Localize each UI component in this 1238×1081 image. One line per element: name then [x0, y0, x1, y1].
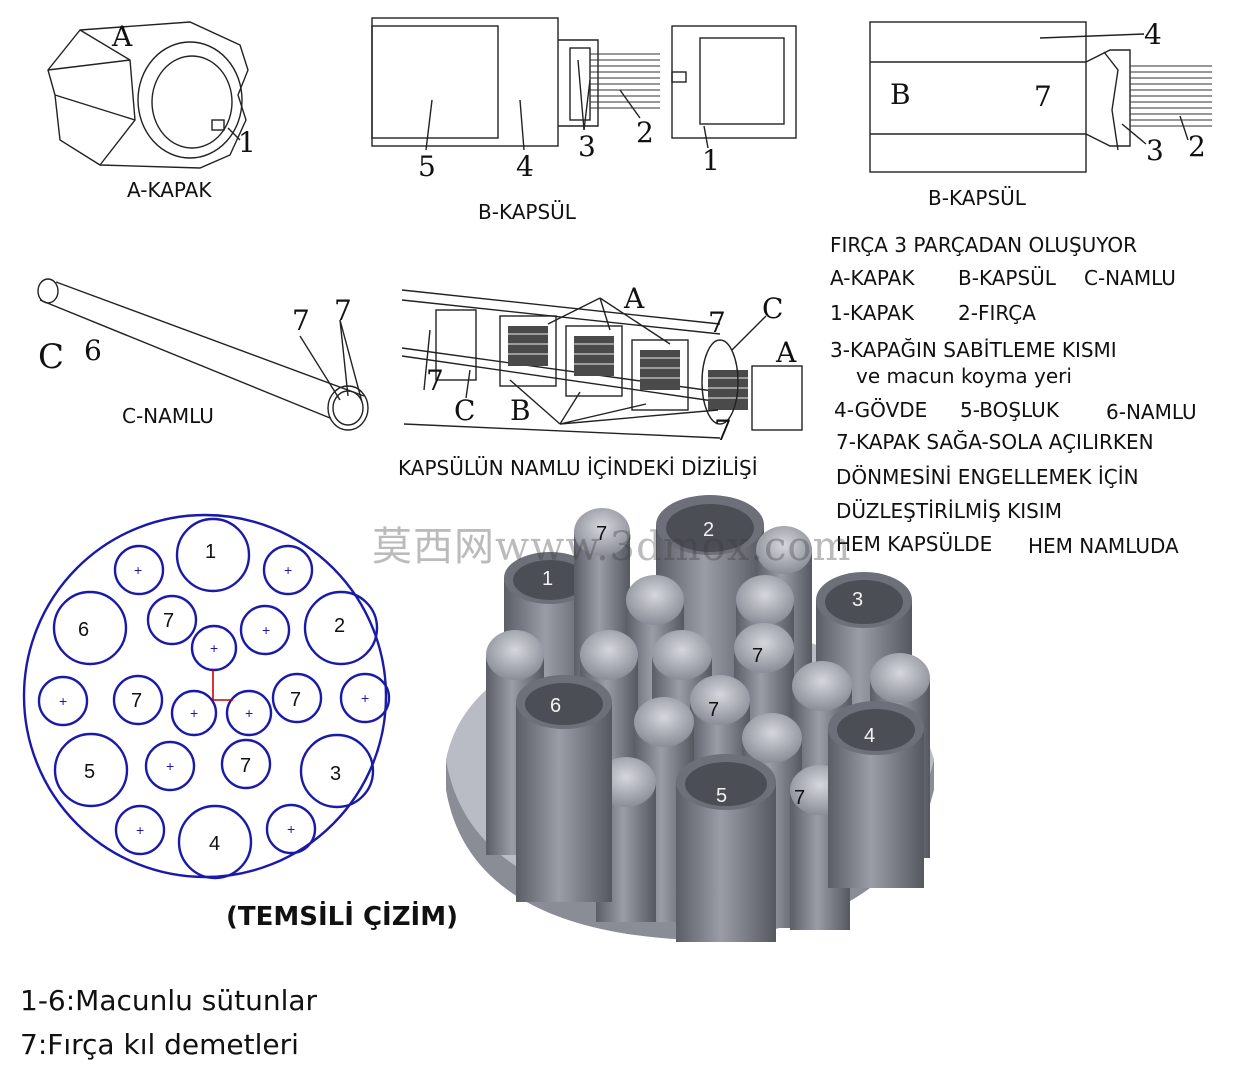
model-label-6: 6: [550, 695, 561, 717]
legend-line-6b: 5-BOŞLUK: [960, 398, 1059, 422]
legend-line-5: ve macun koyma yeri: [856, 364, 1072, 388]
legend-line-2b: B-KAPSÜL: [958, 266, 1056, 290]
capsule-top-drawing: B 7 4 3 2: [869, 18, 1212, 173]
legend-line-9: DÜZLEŞTİRİLMİŞ KISIM: [836, 499, 1062, 523]
legend-line-4: 3-KAPAĞIN SABİTLEME KISMI: [830, 338, 1117, 362]
legend-line-10a: HEM KAPSÜLDE: [836, 532, 993, 556]
svg-text:+: +: [166, 758, 174, 774]
model-label-7d: 7: [794, 787, 805, 809]
schem-label-6: 6: [78, 619, 89, 641]
arr-label-B: B: [510, 394, 531, 427]
svg-text:+: +: [59, 693, 67, 709]
schem-label-5: 5: [84, 761, 95, 783]
barrel-label-C: C: [38, 337, 64, 377]
bottom-legend-2: 7:Fırça kıl demetleri: [20, 1028, 299, 1061]
capsule-label-1: 1: [702, 144, 720, 177]
schem-label-7d: 7: [240, 755, 251, 777]
watermark: 莫西网www.3dmox.com: [372, 524, 852, 570]
schem-label-1: 1: [205, 541, 216, 563]
model-label-7a: 7: [596, 523, 607, 545]
legend-line-3a: 1-KAPAK: [830, 301, 914, 325]
schem-label-4: 4: [209, 833, 220, 855]
schem-label-7b: 7: [131, 690, 142, 712]
caption-kapak: A-KAPAK: [127, 178, 212, 202]
arr-label-7b: 7: [708, 306, 726, 339]
arr-label-C2: C: [762, 292, 783, 325]
caption-dizilis: KAPSÜLÜN NAMLU İÇİNDEKİ DİZİLİŞİ: [398, 456, 758, 480]
schematic-drawing: 1 2 3 4 5 6 7 7 7 7 + + + + + + + + + + +: [22, 513, 391, 880]
arr-label-C: C: [454, 394, 475, 427]
legend-line-8: DÖNMESİNİ ENGELLEMEK İÇİN: [836, 465, 1139, 489]
svg-text:+: +: [136, 822, 144, 838]
capsule-label-2: 2: [636, 116, 654, 149]
arrangement-drawing: A B C C A 7 7 7: [401, 282, 803, 447]
svg-text:+: +: [210, 640, 218, 656]
bottom-legend-1: 1-6:Macunlu sütunlar: [20, 984, 318, 1017]
model-label-3: 3: [852, 589, 863, 611]
capsule-label-4: 4: [516, 150, 534, 183]
capsule-top-label-3: 3: [1146, 134, 1164, 167]
legend-line-3b: 2-FIRÇA: [958, 301, 1036, 325]
legend-line-2a: A-KAPAK: [830, 266, 915, 290]
model-label-2: 2: [703, 519, 714, 541]
model-label-4: 4: [864, 725, 875, 747]
barrel-label-6: 6: [84, 334, 102, 367]
legend-line-1: FIRÇA 3 PARÇADAN OLUŞUYOR: [830, 233, 1138, 257]
svg-text:+: +: [245, 705, 253, 721]
capsule-side-drawing: 5 4 3 2 1: [371, 17, 797, 183]
model-label-5: 5: [716, 785, 727, 807]
svg-text:+: +: [284, 562, 292, 578]
barrel-label-7b: 7: [334, 294, 352, 327]
model-label-7b: 7: [752, 645, 763, 667]
model-label-1: 1: [542, 568, 553, 590]
legend-line-6c: 6-NAMLU: [1106, 400, 1197, 424]
cap-label-A: A: [111, 20, 133, 53]
capsule-top-label-4: 4: [1144, 18, 1162, 51]
caption-kapsul-top: B-KAPSÜL: [928, 186, 1026, 210]
capsule-top-label-2: 2: [1188, 130, 1206, 163]
capsule-top-label-B: B: [890, 78, 911, 111]
capsule-label-5: 5: [418, 150, 436, 183]
legend-line-2c: C-NAMLU: [1084, 266, 1176, 290]
legend-line-7: 7-KAPAK SAĞA-SOLA AÇILIRKEN: [836, 430, 1154, 454]
barrel-label-7a: 7: [292, 304, 310, 337]
svg-text:+: +: [287, 821, 295, 837]
arr-label-7a: 7: [426, 364, 444, 397]
svg-text:+: +: [134, 562, 142, 578]
model-label-7c: 7: [708, 699, 719, 721]
barrel-drawing: C 6 7 7: [37, 278, 369, 431]
schem-label-3: 3: [330, 763, 341, 785]
caption-temsili: (TEMSİLİ ÇİZİM): [226, 902, 458, 932]
cap-drawing: A 1: [47, 20, 256, 169]
caption-kapsul-side: B-KAPSÜL: [478, 200, 576, 224]
schem-label-2: 2: [334, 615, 345, 637]
svg-text:+: +: [361, 690, 369, 706]
arr-label-A: A: [623, 282, 645, 315]
arr-label-A2: A: [775, 336, 797, 369]
schem-label-7c: 7: [290, 689, 301, 711]
svg-text:+: +: [190, 705, 198, 721]
legend-line-10b: HEM NAMLUDA: [1028, 534, 1179, 558]
caption-namlu: C-NAMLU: [122, 404, 214, 428]
brush-3d-model: 1 2 3 4 5 6 7 7 7 7: [446, 495, 934, 942]
arr-label-7c: 7: [714, 414, 732, 447]
svg-text:+: +: [262, 622, 270, 638]
capsule-top-label-7: 7: [1034, 80, 1052, 113]
legend-line-6a: 4-GÖVDE: [834, 398, 928, 422]
schem-label-7a: 7: [163, 610, 174, 632]
cap-label-1: 1: [238, 126, 256, 159]
capsule-label-3: 3: [578, 130, 596, 163]
